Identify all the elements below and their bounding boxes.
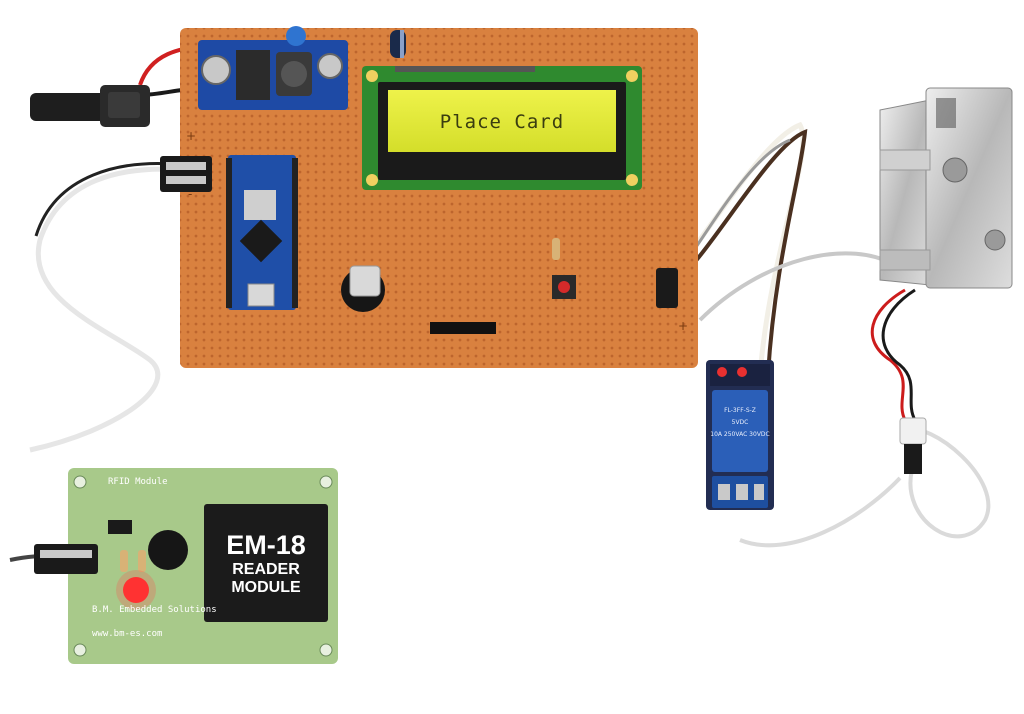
rfid-vendor: B.M. Embedded Solutions	[92, 605, 217, 615]
pcb-plus-mark: +	[186, 129, 196, 143]
white-wire-left	[29, 166, 186, 453]
pcb-out-mark: +	[678, 319, 688, 333]
buck-converter-module	[198, 26, 348, 110]
relay-marking-3: 10A 250VAC 30VDC	[710, 431, 769, 438]
lcd-message: Place Card	[440, 111, 564, 133]
rfid-website: www.bm-es.com	[92, 629, 162, 639]
female-header-strip	[430, 322, 496, 334]
em18-line2: READER	[232, 561, 300, 578]
relay-marking-2: 5VDC	[732, 419, 749, 426]
resistor	[552, 238, 560, 260]
dc-power-jack	[30, 85, 150, 127]
relay-module: FL-3FF-S-Z 5VDC 10A 250VAC 30VDC	[706, 360, 774, 510]
lock-white-loop-wire	[904, 426, 991, 539]
rfid-module-board: RFID Module EM-18 READER MODULE B.M. Emb…	[34, 468, 338, 664]
lock-gray-wire	[698, 251, 902, 322]
lock-jst-connector	[899, 417, 927, 474]
relay-marking-1: FL-3FF-S-Z	[724, 407, 756, 414]
relay-out-wire	[739, 476, 902, 548]
electrolytic-capacitor	[390, 30, 406, 58]
em18-line3: MODULE	[231, 579, 301, 596]
buzzer	[341, 265, 385, 312]
relay-signal-wire-brown	[670, 128, 808, 376]
lock-red-wire	[870, 288, 907, 421]
lcd-16x2-display: Place Card	[362, 66, 642, 190]
rfid-board-title: RFID Module	[108, 477, 168, 487]
red-led	[123, 577, 149, 603]
left-header-connector	[160, 156, 212, 192]
solenoid-door-lock	[879, 87, 1013, 289]
pcb-minus-mark: -	[188, 187, 192, 201]
arduino-nano-board	[226, 155, 298, 310]
reset-push-button	[552, 275, 576, 299]
relay-header-connector	[656, 268, 678, 308]
lock-black-wire	[881, 288, 917, 421]
em18-title: EM-18	[226, 530, 306, 560]
